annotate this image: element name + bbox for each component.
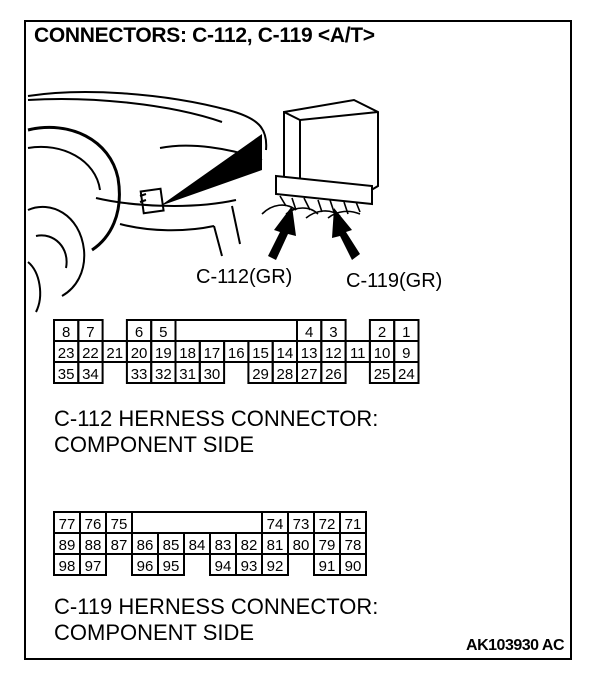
pin-number: 78: [345, 537, 362, 554]
pin-cell: [339, 553, 367, 576]
figure-id: AK103930 AC: [466, 637, 564, 654]
pin-number: 13: [301, 345, 318, 362]
housing-gap: [174, 319, 298, 342]
pin-number: 97: [85, 558, 102, 575]
c119-caption-line2: COMPONENT SIDE: [54, 620, 255, 645]
pin-number: 26: [325, 366, 342, 383]
callout-c112: C-112(GR): [196, 266, 293, 288]
housing-gap: [131, 511, 263, 534]
pin-number: 73: [293, 516, 310, 533]
pin-number: 8: [62, 324, 70, 341]
pin-number: 82: [241, 537, 258, 554]
c112-caption-line1: C-112 HERNESS CONNECTOR:: [54, 406, 379, 431]
pin-number: 91: [319, 558, 336, 575]
pin-number: 35: [58, 366, 75, 383]
c119-caption-line1: C-119 HERNESS CONNECTOR:: [54, 594, 379, 619]
pin-number: 5: [159, 324, 167, 341]
pin-number: 31: [179, 366, 196, 383]
pin-number: 87: [111, 537, 128, 554]
pin-number: 1: [402, 324, 410, 341]
pin-number: 15: [252, 345, 269, 362]
pin-number: 98: [59, 558, 76, 575]
pin-number: 20: [131, 345, 148, 362]
pin-number: 4: [305, 324, 313, 341]
pin-number: 14: [277, 345, 294, 362]
pin-number: 25: [374, 366, 391, 383]
pin-number: 76: [85, 516, 102, 533]
pin-number: 94: [215, 558, 232, 575]
pin-number: 71: [345, 516, 362, 533]
pin-number: 77: [59, 516, 76, 533]
pin-number: 11: [350, 345, 366, 362]
callout-c119: C-119(GR): [346, 270, 443, 292]
pin-number: 93: [241, 558, 258, 575]
pin-cell: [320, 361, 347, 384]
pin-number: 74: [267, 516, 284, 533]
pin-number: 86: [137, 537, 154, 554]
pin-number: 10: [374, 345, 391, 362]
pin-number: 92: [267, 558, 284, 575]
pin-number: 12: [325, 345, 342, 362]
pin-cell: [79, 553, 107, 576]
pin-number: 16: [228, 345, 245, 362]
pin-cell: [77, 361, 104, 384]
pin-number: 28: [277, 366, 294, 383]
pin-number: 96: [137, 558, 154, 575]
pin-number: 83: [215, 537, 232, 554]
pin-number: 21: [106, 345, 123, 362]
pin-number: 80: [293, 537, 310, 554]
pin-number: 75: [111, 516, 128, 533]
pin-cell: [157, 553, 185, 576]
pin-number: 33: [131, 366, 148, 383]
pin-number: 9: [402, 345, 410, 362]
pin-number: 29: [252, 366, 269, 383]
pin-number: 32: [155, 366, 172, 383]
pin-number: 95: [163, 558, 180, 575]
diagram-title: CONNECTORS: C-112, C-119 <A/T>: [34, 24, 375, 47]
c112-caption-line2: COMPONENT SIDE: [54, 432, 255, 457]
arrow-c119-icon: [332, 208, 360, 260]
pin-number: 2: [378, 324, 386, 341]
diagram-frame: [24, 20, 572, 660]
pin-number: 72: [319, 516, 336, 533]
pin-number: 22: [82, 345, 99, 362]
pin-cell: [261, 553, 289, 576]
pin-number: 18: [179, 345, 196, 362]
pin-number: 17: [204, 345, 221, 362]
pin-number: 88: [85, 537, 102, 554]
pin-number: 79: [319, 537, 336, 554]
pin-number: 3: [329, 324, 337, 341]
arrow-c112-icon: [268, 206, 296, 260]
pin-number: 23: [58, 345, 75, 362]
pin-number: 6: [135, 324, 143, 341]
pin-cell: [198, 361, 226, 384]
pin-cell: [393, 361, 420, 384]
pin-number: 90: [345, 558, 362, 575]
pin-number: 81: [267, 537, 284, 554]
pin-number: 85: [163, 537, 180, 554]
pin-number: 84: [189, 537, 206, 554]
pin-number: 7: [86, 324, 94, 341]
pin-number: 34: [82, 366, 99, 383]
pin-number: 89: [59, 537, 76, 554]
zoom-wedge: [160, 134, 262, 206]
pin-number: 19: [155, 345, 172, 362]
pin-number: 27: [301, 366, 318, 383]
pin-number: 30: [204, 366, 221, 383]
pin-number: 24: [398, 366, 415, 383]
